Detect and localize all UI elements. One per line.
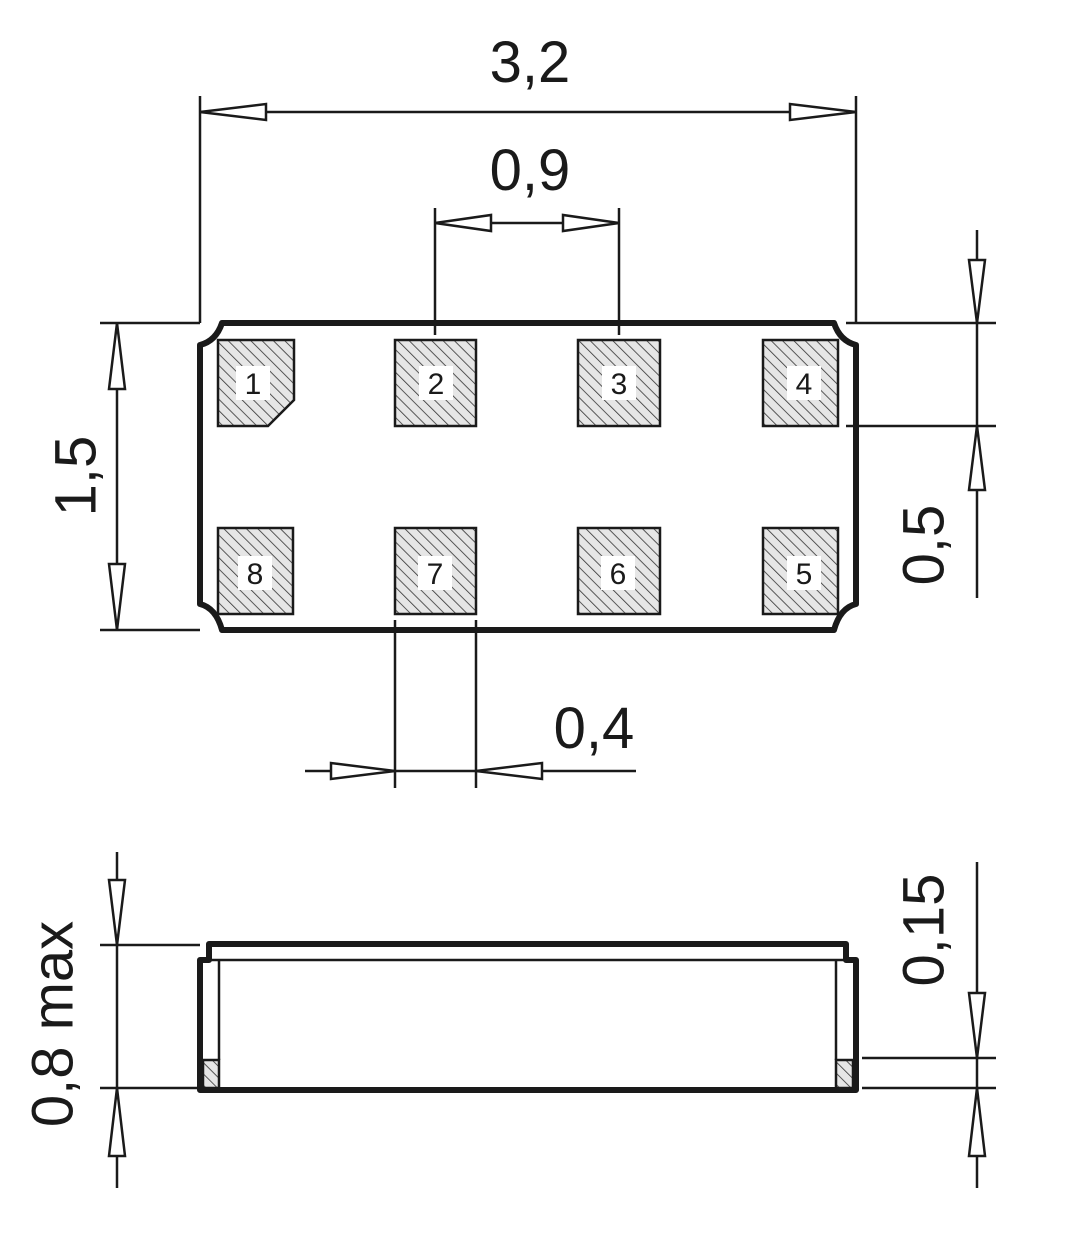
dimension-label: 0,8 max	[20, 921, 85, 1127]
pad-label: 7	[427, 558, 444, 591]
pad-label: 1	[245, 368, 262, 401]
side-view: 0,8 max 0,15	[20, 852, 996, 1188]
top-view: 1 2 3 4 8 7 6	[43, 30, 996, 788]
lid-outline	[197, 941, 859, 1093]
dimension-label: 0,5	[891, 505, 956, 586]
base-right	[834, 1058, 855, 1090]
dimension-total-height: 0,8 max	[20, 852, 200, 1188]
dimension-label: 0,9	[490, 138, 571, 203]
dimension-label: 1,5	[43, 436, 108, 517]
pad-label: 6	[610, 558, 627, 591]
pad-8: 8	[216, 526, 295, 616]
dimension-height: 1,5	[43, 321, 200, 632]
dimension-base-height: 0,15	[862, 862, 996, 1188]
dimension-label: 0,4	[554, 696, 635, 761]
pad-5: 5	[761, 526, 840, 616]
dimension-label: 0,15	[891, 874, 956, 987]
pad-6: 6	[576, 526, 662, 616]
pad-4: 4	[761, 338, 840, 428]
pad-label: 8	[247, 558, 264, 591]
dimension-pitch: 0,9	[433, 138, 621, 335]
base-left	[201, 1058, 221, 1090]
pad-label: 2	[428, 368, 445, 401]
pad-label: 3	[611, 368, 628, 401]
pad-7: 7	[393, 526, 478, 616]
dimension-pad-width: 0,4	[305, 620, 636, 788]
pad-3: 3	[576, 338, 662, 428]
package-outline	[197, 320, 859, 633]
pad-1: 1	[216, 338, 296, 428]
dimension-label: 3,2	[490, 30, 571, 95]
pad-label: 4	[796, 368, 813, 401]
pad-label: 5	[796, 558, 813, 591]
pad-2: 2	[393, 338, 478, 428]
dimension-pad-height: 0,5	[846, 230, 996, 598]
dimension-width: 3,2	[198, 30, 858, 323]
